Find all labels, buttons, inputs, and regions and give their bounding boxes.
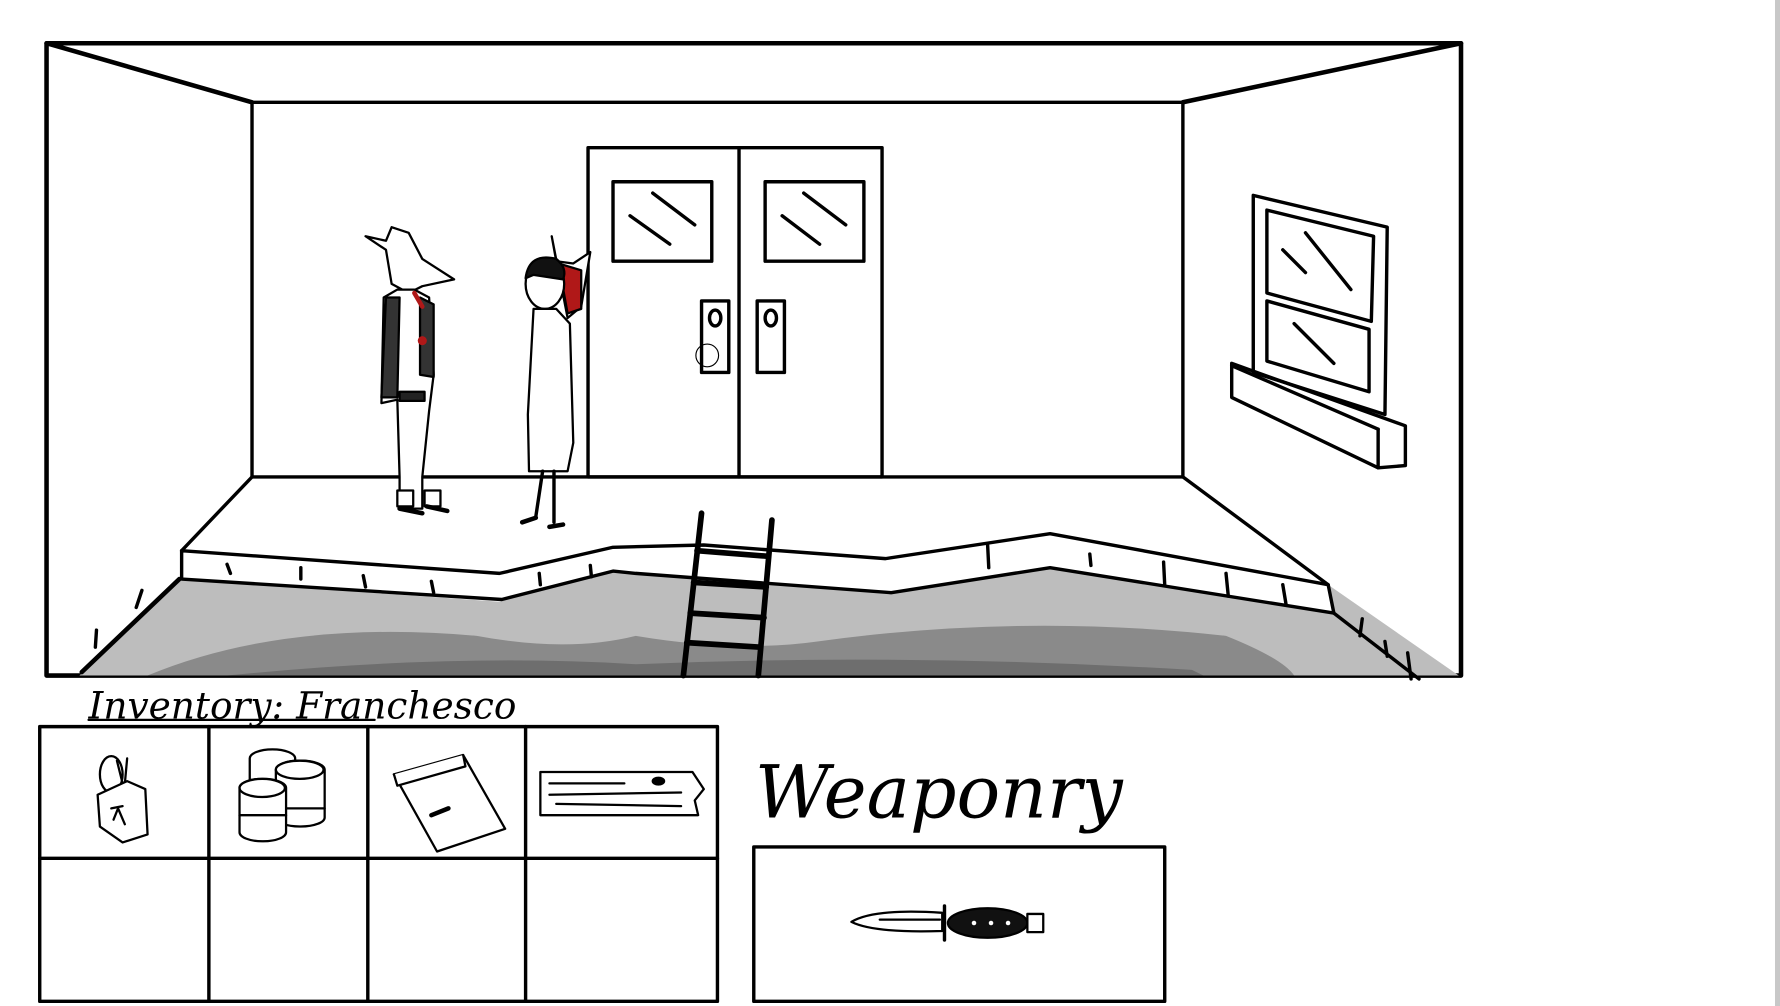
ladder[interactable] [680, 510, 775, 679]
weaponry-title: Weaponry [755, 751, 1124, 835]
double-door[interactable] [586, 145, 884, 479]
inventory-slot-2[interactable] [211, 729, 365, 856]
cigarette-pack-icon [392, 753, 507, 853]
wooden-plank-icon [539, 770, 705, 817]
inventory-slot-4[interactable] [528, 729, 715, 856]
inventory-slot-7[interactable] [370, 861, 523, 999]
lighter-icon [96, 755, 149, 844]
inventory-slot-8[interactable] [528, 861, 715, 999]
inventory-slot-3[interactable] [370, 729, 523, 856]
inventory-slot-1[interactable] [42, 729, 207, 856]
weapon-slot[interactable] [752, 845, 1167, 1004]
inventory-slot-5[interactable] [42, 861, 207, 999]
character-girl[interactable] [519, 235, 592, 530]
cans-icon [238, 748, 326, 843]
window[interactable] [1229, 193, 1408, 470]
scrollbar[interactable] [1775, 0, 1780, 1006]
inventory-title: Inventory: Franchesco [88, 684, 517, 728]
character-fox[interactable] [364, 226, 456, 516]
knife-icon [850, 904, 1045, 942]
inventory-slot-6[interactable] [211, 861, 365, 999]
floor-pit [79, 531, 1459, 681]
